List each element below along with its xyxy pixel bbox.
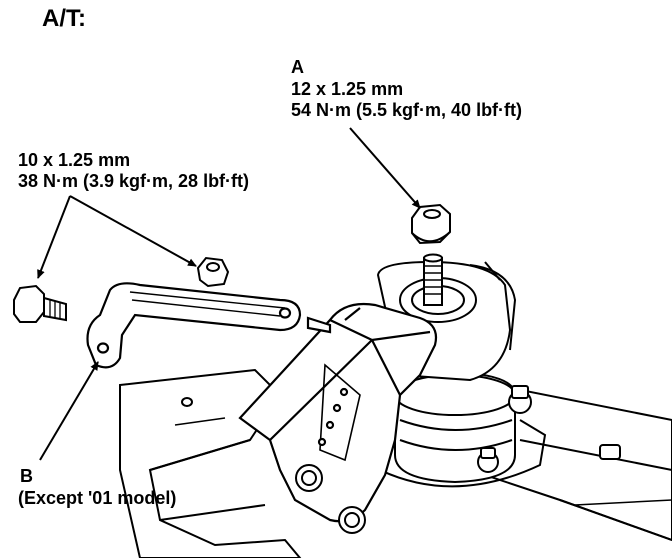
mount-bolt-lower-1 <box>295 464 323 492</box>
callout-b-letter: B <box>20 466 33 486</box>
leader-bolt-1 <box>37 195 71 279</box>
callout-bolt-size: 10 x 1.25 mm <box>18 150 131 170</box>
mount-bolt-lower-2 <box>338 506 366 534</box>
leader-lines <box>37 127 421 461</box>
nut-a-icon <box>411 203 451 245</box>
callout-bolt-torque: 38 N·m (3.9 kgf·m, 28 lbf·ft) <box>18 171 250 191</box>
callout-a-letter: A <box>291 57 304 77</box>
leader-a <box>349 127 421 209</box>
callout-a-torque: 54 N·m (5.5 kgf·m, 40 lbf·ft) <box>291 100 523 120</box>
stud-a-icon <box>423 253 443 306</box>
bolt-icon <box>13 284 67 323</box>
callout-b-note: (Except '01 model) <box>18 488 177 508</box>
leader-bolt-2 <box>69 195 197 267</box>
engine-mount-base <box>379 370 547 488</box>
leader-b <box>39 361 99 461</box>
small-nut-icon <box>196 256 230 288</box>
bracket-b <box>86 282 332 369</box>
callout-a-size: 12 x 1.25 mm <box>291 79 404 99</box>
page-title: A/T: <box>42 5 86 32</box>
